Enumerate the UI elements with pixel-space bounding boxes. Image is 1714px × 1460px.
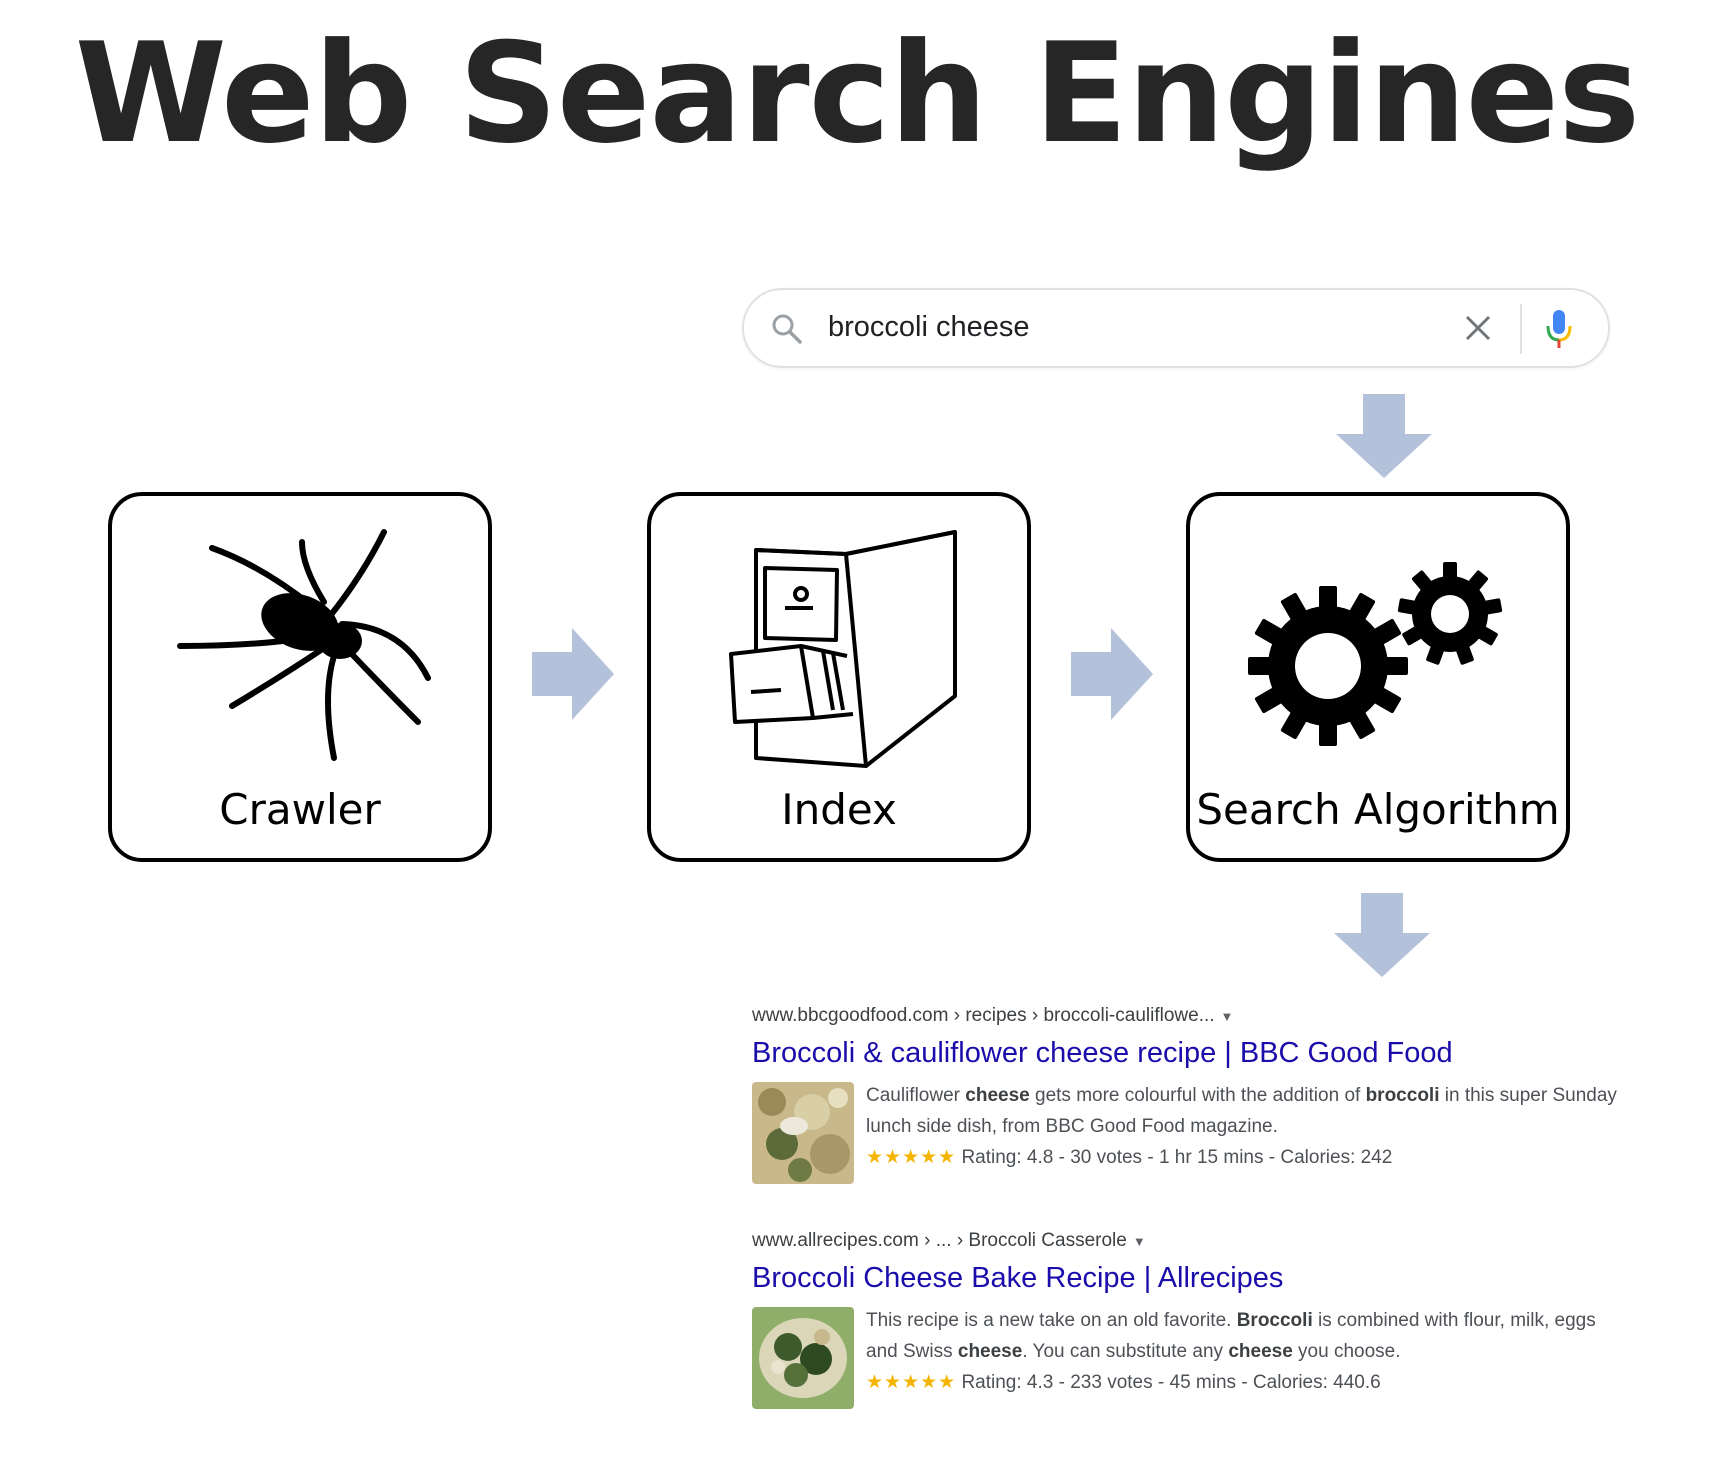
search-result: www.bbcgoodfood.com › recipes › broccoli… (752, 1005, 1622, 1184)
gears-icon (1248, 562, 1503, 746)
index-label: Index (781, 785, 897, 834)
result-title-link[interactable]: Broccoli & cauliflower cheese recipe | B… (752, 1037, 1453, 1069)
search-algorithm-label: Search Algorithm (1196, 785, 1560, 834)
search-icon (770, 312, 804, 351)
result-url[interactable]: www.bbcgoodfood.com › recipes › broccoli… (752, 1005, 1215, 1026)
crawler-label: Crawler (219, 785, 381, 834)
result-snippet: This recipe is a new take on an old favo… (866, 1310, 1596, 1393)
search-algorithm-box: Search Algorithm (1186, 492, 1570, 862)
close-icon[interactable] (1460, 310, 1496, 351)
result-thumbnail[interactable] (752, 1307, 854, 1409)
rating-line: Rating: 4.8 - 30 votes - 1 hr 15 mins - … (961, 1147, 1393, 1168)
search-input[interactable]: broccoli cheese (828, 311, 1030, 343)
search-result: www.allrecipes.com › ... › Broccoli Cass… (752, 1230, 1622, 1409)
rating-stars: ★★★★★ (866, 1372, 957, 1393)
result-title-link[interactable]: Broccoli Cheese Bake Recipe | Allrecipes (752, 1262, 1284, 1294)
microphone-icon[interactable] (1544, 308, 1574, 355)
search-divider (1520, 304, 1522, 354)
arrow-down-icon (1334, 893, 1430, 977)
result-thumbnail[interactable] (752, 1082, 854, 1184)
arrow-right-icon (532, 628, 614, 720)
arrow-down-icon (1336, 394, 1432, 478)
arrow-right-icon (1071, 628, 1153, 720)
filing-cabinet-icon (729, 530, 957, 768)
spider-icon (177, 529, 431, 761)
rating-line: Rating: 4.3 - 233 votes - 45 mins - Calo… (961, 1372, 1381, 1393)
crawler-box: Crawler (108, 492, 492, 862)
index-box: Index (647, 492, 1031, 862)
rating-stars: ★★★★★ (866, 1147, 957, 1168)
result-url[interactable]: www.allrecipes.com › ... › Broccoli Cass… (752, 1230, 1127, 1251)
page-title: Web Search Engines (74, 13, 1641, 174)
chevron-down-icon[interactable]: ▼ (1220, 1009, 1234, 1024)
chevron-down-icon[interactable]: ▼ (1132, 1234, 1146, 1249)
result-snippet: Cauliflower cheese gets more colourful w… (866, 1085, 1617, 1168)
search-bar[interactable]: broccoli cheese (742, 288, 1610, 368)
